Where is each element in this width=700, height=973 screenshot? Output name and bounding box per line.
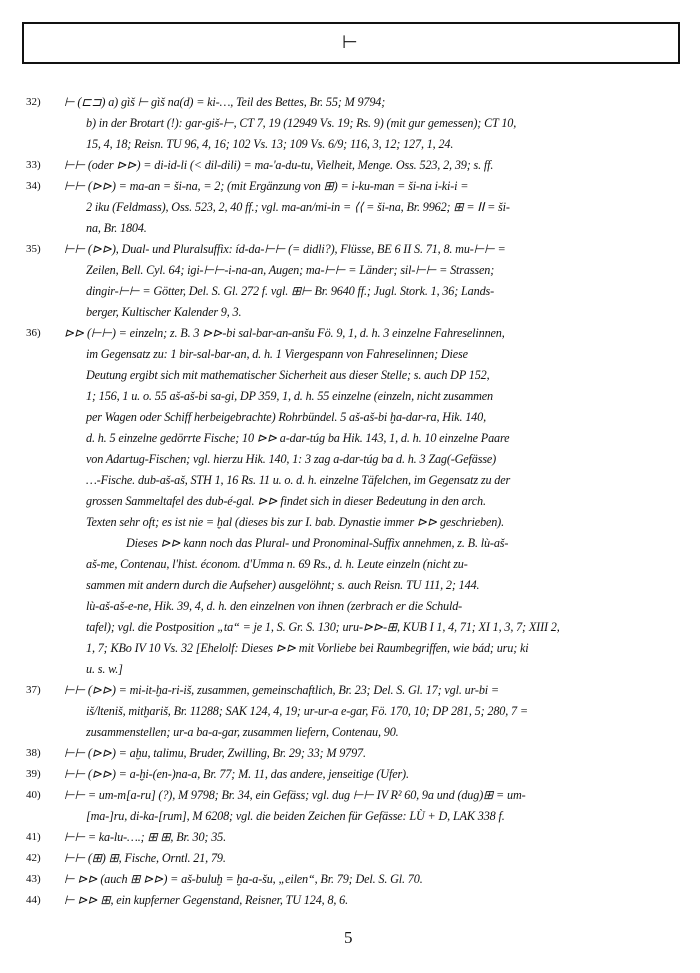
entry-number: 32) (26, 96, 41, 108)
sign-entry: 42) ⊢⊢ (⊞) ⊞, Fische, Orntl. 21, 79. (26, 848, 690, 869)
entry-number: 39) (26, 768, 41, 780)
entry-line: sammen mit andern durch die Aufseher) au… (86, 578, 480, 592)
entry-line: dingir-⊢⊢ = Götter, Del. S. Gl. 272 f. v… (86, 284, 495, 298)
entry-line: zusammenstellen; ur-a ba-a-gar, zusammen… (86, 725, 399, 739)
entry-line: von Adartug-Fischen; vgl. hierzu Hik. 14… (86, 452, 497, 466)
entry-line: ⊢⊢ (⊳⊳), Dual- und Pluralsuffix: íd-da-⊢… (64, 242, 506, 256)
sign-entry: 44) ⊢ ⊳⊳ ⊞, ein kupferner Gegenstand, Rei… (26, 890, 690, 911)
entry-line: ⊢ (⊏⊐) a) gìš ⊢ gìš na(d) = ki-…, Teil d… (64, 95, 386, 109)
entry-line: iš/lteniš, mitḫariš, Br. 11288; SAK 124,… (86, 704, 528, 718)
entry-number: 40) (26, 789, 41, 801)
entry-line: per Wagen oder Schiff herbeigebrachte) R… (86, 410, 486, 424)
entry-line: berger, Kultischer Kalender 9, 3. (86, 305, 242, 319)
entry-number: 36) (26, 327, 41, 339)
entry-line: 1, 7; KBo IV 10 Vs. 32 [Ehelolf: Dieses … (86, 641, 529, 655)
entry-number: 33) (26, 159, 41, 171)
entry-line: lù-aš-aš-e-ne, Hik. 39, 4, d. h. den ein… (86, 599, 463, 613)
sign-entry: 43) ⊢ ⊳⊳ (auch ⊞ ⊳⊳) = aš-buluḫ = ḫa-a-šu… (26, 869, 690, 890)
entry-line: 2 iku (Feldmass), Oss. 523, 2, 40 ff.; v… (86, 200, 510, 214)
sign-entry: 36) ⊳⊳ (⊢⊢) = einzeln; z. B. 3 ⊳⊳-bi sal-… (26, 323, 690, 680)
entry-line: …-Fische. dub-aš-aš, STH 1, 16 Rs. 11 u.… (86, 473, 511, 487)
sign-entry: 35) ⊢⊢ (⊳⊳), Dual- und Pluralsuffix: íd-d… (26, 239, 690, 323)
entry-line: ⊢⊢ (⊳⊳) = mi-it-ḫa-ri-iš, zusammen, geme… (64, 683, 499, 697)
entry-line: Texten sehr oft; es ist nie = ḫal (diese… (86, 515, 504, 529)
entry-line: ⊢⊢ (⊳⊳) = aḫu, talimu, Bruder, Zwilling,… (64, 746, 366, 760)
entry-line: ⊢⊢ (⊳⊳) = a-ḫi-(en-)na-a, Br. 77; M. 11,… (64, 767, 409, 781)
entry-line: b) in der Brotart (!): gar-giš-⊢, CT 7, … (86, 116, 517, 130)
entry-line: 15, 4, 18; Reisn. TU 96, 4, 16; 102 Vs. … (86, 137, 454, 151)
entry-line: Deutung ergibt sich mit mathematischer S… (86, 368, 490, 382)
entry-number: 34) (26, 180, 41, 192)
sign-entry: 37) ⊢⊢ (⊳⊳) = mi-it-ḫa-ri-iš, zusammen, g… (26, 680, 690, 743)
entry-line: ⊢⊢ = um-m[a-ru] (?), M 9798; Br. 34, ein… (64, 788, 526, 802)
entry-line: ⊢⊢ (oder ⊳⊳) = di-id-li (< dil-dili) = m… (64, 158, 494, 172)
entry-line: u. s. w.] (86, 662, 123, 676)
entry-line: ⊢ ⊳⊳ (auch ⊞ ⊳⊳) = aš-buluḫ = ḫa-a-šu, „… (64, 872, 423, 886)
header-box: ⊢ (22, 22, 680, 64)
entry-number: 42) (26, 852, 41, 864)
cuneiform-sign-header: ⊢ (342, 32, 358, 53)
sign-entry: 38) ⊢⊢ (⊳⊳) = aḫu, talimu, Bruder, Zwilli… (26, 743, 690, 764)
entry-line: grossen Sammeltafel des dub-é-gal. ⊳⊳ fi… (86, 494, 486, 508)
entry-list: 32) ⊢ (⊏⊐) a) gìš ⊢ gìš na(d) = ki-…, Tei… (26, 92, 690, 911)
entry-line: ⊳⊳ (⊢⊢) = einzeln; z. B. 3 ⊳⊳-bi sal-bar… (64, 326, 505, 340)
entry-line: tafel); vgl. die Postposition „ta“ = je … (86, 620, 560, 634)
sign-entry: 32) ⊢ (⊏⊐) a) gìš ⊢ gìš na(d) = ki-…, Tei… (26, 92, 690, 155)
entry-number: 44) (26, 894, 41, 906)
entry-line: ⊢ ⊳⊳ ⊞, ein kupferner Gegenstand, Reisne… (64, 893, 349, 907)
sign-entry: 40) ⊢⊢ = um-m[a-ru] (?), M 9798; Br. 34, … (26, 785, 690, 827)
entry-line: ⊢⊢ = ka-lu-….; ⊞ ⊞, Br. 30; 35. (64, 830, 227, 844)
entry-line: ⊢⊢ (⊳⊳) = ma-an = ši-na, = 2; (mit Ergän… (64, 179, 469, 193)
sign-entry: 33) ⊢⊢ (oder ⊳⊳) = di-id-li (< dil-dili) … (26, 155, 690, 176)
entry-line: [ma-]ru, di-ka-[rum], M 6208; vgl. die b… (86, 809, 505, 823)
entry-number: 41) (26, 831, 41, 843)
entry-line: na, Br. 1804. (86, 221, 147, 235)
entry-line: ⊢⊢ (⊞) ⊞, Fische, Orntl. 21, 79. (64, 851, 226, 865)
entry-line: d. h. 5 einzelne gedörrte Fische; 10 ⊳⊳ … (86, 431, 510, 445)
entry-line: Dieses ⊳⊳ kann noch das Plural- und Pron… (126, 536, 509, 550)
entry-line: aš-me, Contenau, l'hist. économ. d'Umma … (86, 557, 468, 571)
sign-entry: 34) ⊢⊢ (⊳⊳) = ma-an = ši-na, = 2; (mit Er… (26, 176, 690, 239)
page-number: 5 (344, 928, 353, 947)
entry-line: im Gegensatz zu: 1 bir-sal-bar-an, d. h.… (86, 347, 468, 361)
entry-line: 1; 156, 1 u. o. 55 aš-aš-bi sa-gi, DP 35… (86, 389, 494, 403)
entry-line: Zeilen, Bell. Cyl. 64; igi-⊢⊢-i-na-an, A… (86, 263, 495, 277)
sign-entry: 41) ⊢⊢ = ka-lu-….; ⊞ ⊞, Br. 30; 35. (26, 827, 690, 848)
entry-number: 35) (26, 243, 41, 255)
sign-entry: 39) ⊢⊢ (⊳⊳) = a-ḫi-(en-)na-a, Br. 77; M. … (26, 764, 690, 785)
entry-number: 43) (26, 873, 41, 885)
entry-number: 38) (26, 747, 41, 759)
entry-number: 37) (26, 684, 41, 696)
